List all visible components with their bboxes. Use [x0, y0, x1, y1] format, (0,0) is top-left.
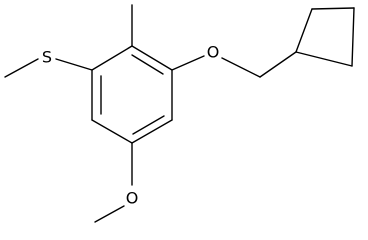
molecule-structure: S O O — [4, 4, 355, 223]
ring-bond-top-left — [91, 45, 133, 71]
sulfur-atom-label: S — [42, 48, 52, 67]
ether-ch2-bond — [221, 57, 261, 78]
sulfur-methyl-bond — [4, 58, 39, 78]
ring-double-bond-bottom-right — [132, 115, 165, 135]
benzene-ring — [91, 45, 173, 144]
methoxy-oxygen-label: O — [126, 189, 139, 208]
ring-double-bond-top-right — [131, 54, 164, 75]
ring-bond-top-right — [131, 45, 173, 71]
cyclobutane-bond-right — [351, 7, 355, 67]
ch2-cyclobutyl-bond — [259, 51, 297, 78]
cyclobutane-bond-top — [311, 7, 355, 10]
ether-ring-bond — [171, 55, 205, 71]
methoxy-methyl-bond — [94, 205, 125, 223]
cyclobutane-bond-bottom — [295, 51, 353, 67]
ring-bond-bottom-left — [91, 119, 133, 144]
cyclobutane-bond-left — [295, 8, 313, 53]
sulfur-ring-bond — [55, 58, 93, 71]
ring-bond-bottom-right — [131, 119, 173, 144]
cyclobutane-ring — [295, 7, 355, 67]
ether-oxygen-label: O — [207, 43, 220, 62]
